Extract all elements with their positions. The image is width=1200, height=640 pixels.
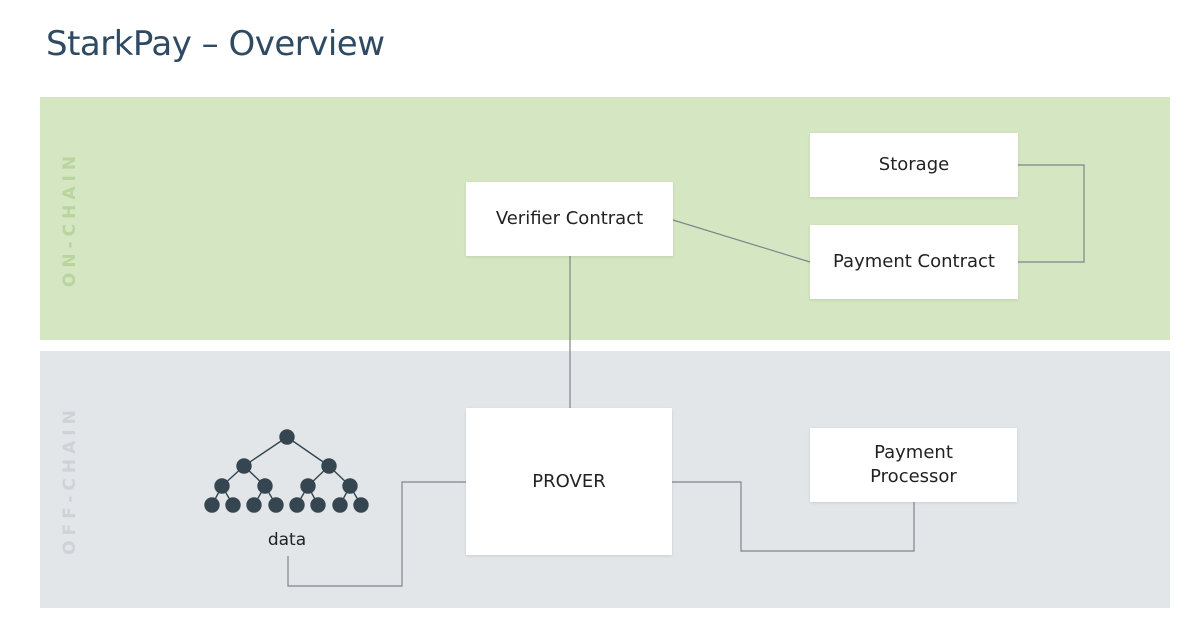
prover-node: PROVER [466,408,672,555]
binary-tree-icon [204,429,369,513]
page-title: StarkPay – Overview [46,24,385,64]
payment-processor-line2: Processor [870,466,957,487]
payment-contract-node: Payment Contract [810,225,1018,299]
payment-processor-node: Payment Processor [810,428,1017,502]
verifier-contract-node: Verifier Contract [466,182,673,256]
prover-label: PROVER [532,470,606,492]
storage-payment-connector [1018,164,1085,263]
payment-processor-label: Payment Processor [870,441,957,489]
data-prover-connector [287,481,466,587]
verifier-contract-label: Verifier Contract [495,208,644,229]
storage-label: Storage [878,154,950,175]
prover-processor-connector [672,481,915,552]
payment-processor-line1: Payment [874,442,953,463]
payment-contract-label: Payment Contract [833,251,995,272]
verifier-payment-connector [672,219,811,263]
storage-node: Storage [810,133,1018,197]
data-label: data [267,530,307,550]
